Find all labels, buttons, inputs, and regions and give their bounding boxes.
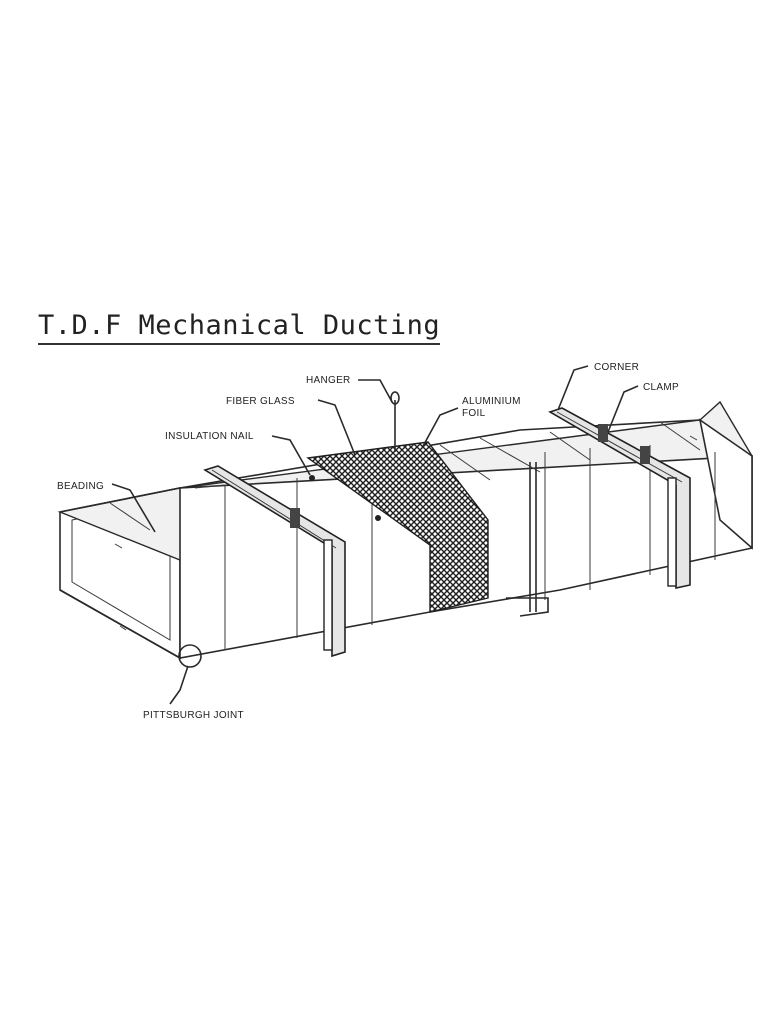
label-clamp: CLAMP <box>643 382 679 393</box>
duct-body <box>57 391 754 668</box>
label-pittsburgh-joint: PITTSBURGH JOINT <box>143 710 244 721</box>
diagram-title: T.D.F Mechanical Ducting <box>38 310 441 345</box>
fiber-glass-insulation <box>306 441 489 613</box>
pittsburgh-joint-marker <box>178 644 202 668</box>
leader-lines <box>111 365 639 705</box>
label-foil: FOIL <box>462 408 486 419</box>
duct-right-end <box>698 418 753 550</box>
label-fiber-glass: FIBER GLASS <box>226 396 295 407</box>
label-beading: BEADING <box>57 481 104 492</box>
label-aluminium: ALUMINIUM <box>462 396 521 407</box>
label-corner: CORNER <box>594 362 639 373</box>
label-insulation-nail: INSULATION NAIL <box>165 431 254 442</box>
label-hanger: HANGER <box>306 375 351 386</box>
